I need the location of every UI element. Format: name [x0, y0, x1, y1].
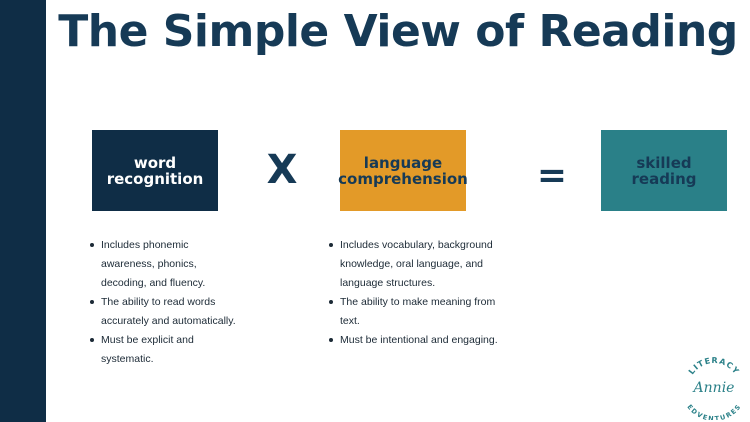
list-item: Must be explicit and systematic. — [89, 331, 239, 369]
list-item: Includes phonemic awareness, phonics, de… — [89, 236, 239, 293]
skilled-reading-box: skilled reading — [601, 130, 727, 211]
left-accent-bar — [0, 0, 46, 422]
word-recognition-bullets: Includes phonemic awareness, phonics, de… — [89, 236, 239, 369]
svg-text:LITERACY: LITERACY — [687, 356, 741, 376]
page-title: The Simple View of Reading — [58, 6, 738, 57]
list-item: Includes vocabulary, background knowledg… — [328, 236, 498, 293]
language-comprehension-bullets: Includes vocabulary, background knowledg… — [328, 236, 498, 350]
word-recognition-box: word recognition — [92, 130, 218, 211]
list-item: The ability to read words accurately and… — [89, 293, 239, 331]
literacy-edventures-logo: LITERACY Annie EDVENTURES — [685, 356, 742, 420]
logo-bottom-text: EDVENTURES — [685, 403, 742, 420]
logo-center-text: Annie — [692, 380, 735, 396]
logo-top-text: LITERACY — [687, 356, 740, 376]
list-item: Must be intentional and engaging. — [328, 331, 498, 350]
list-item: The ability to make meaning from text. — [328, 293, 498, 331]
equals-operator: = — [536, 155, 568, 196]
multiply-operator: X — [266, 147, 298, 193]
svg-text:EDVENTURES: EDVENTURES — [685, 403, 742, 420]
language-comprehension-box: language comprehension — [338, 130, 468, 211]
